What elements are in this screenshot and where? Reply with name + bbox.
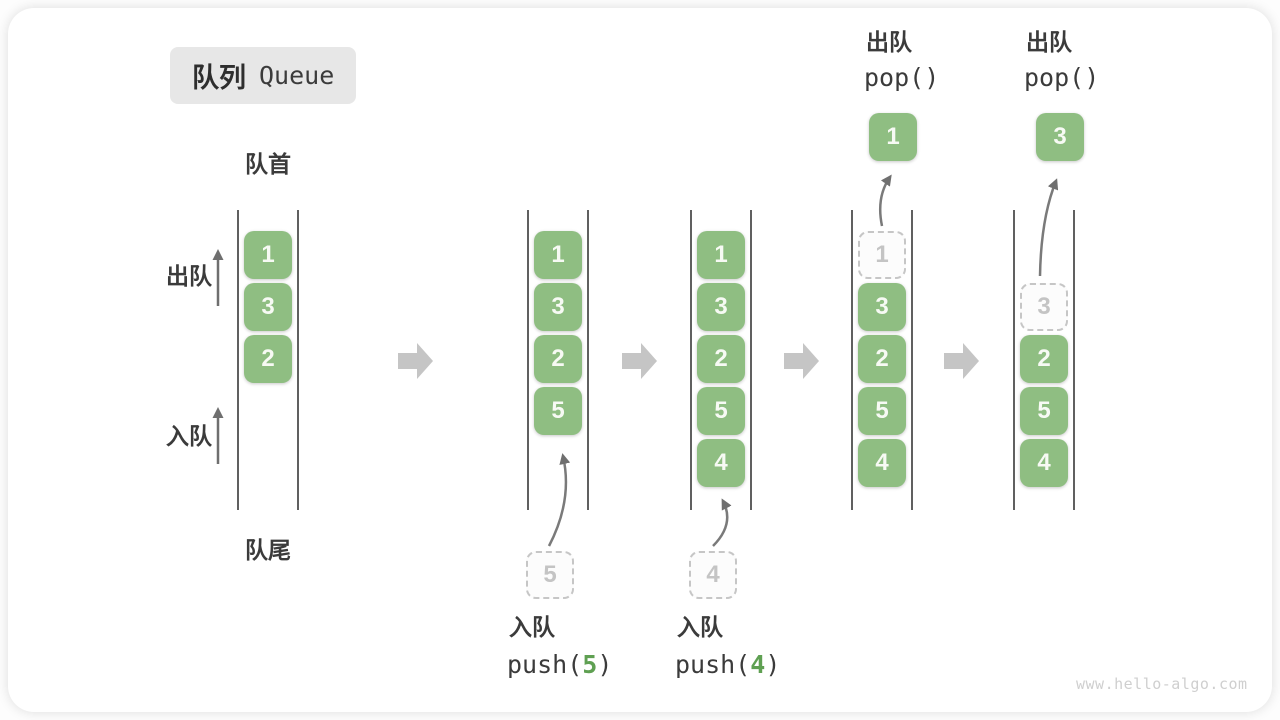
code-text: push( <box>675 650 751 679</box>
code-text: ) <box>765 650 781 679</box>
queue-element: 4 <box>858 439 906 487</box>
popped-element: 1 <box>869 113 917 161</box>
queue-container <box>237 210 299 510</box>
queue-container <box>690 210 752 510</box>
title-zh: 队列 <box>192 63 246 93</box>
queue-element: 1 <box>244 231 292 279</box>
code-text: ) <box>597 650 613 679</box>
dequeued-element-ghost: 1 <box>858 231 906 279</box>
queue-element: 1 <box>534 231 582 279</box>
enqueue-op-label: 入队 <box>509 614 555 640</box>
enqueue-pending-element: 4 <box>689 551 737 599</box>
enqueue-op-code: push(4) <box>675 650 780 680</box>
code-arg: 5 <box>582 650 598 679</box>
queue-element: 3 <box>858 283 906 331</box>
dequeue-op-label: 出队 <box>866 29 912 55</box>
queue-element: 5 <box>697 387 745 435</box>
title-en: Queue <box>259 61 335 90</box>
dequeue-side-label: 出队 <box>166 263 212 289</box>
enqueue-side-label: 入队 <box>166 423 212 449</box>
queue-container <box>1013 210 1075 510</box>
enqueue-pending-element: 5 <box>526 551 574 599</box>
diagram-card <box>8 8 1272 712</box>
dequeue-op-code: pop() <box>864 63 940 92</box>
queue-element: 2 <box>1020 335 1068 383</box>
queue-element: 4 <box>697 439 745 487</box>
dequeue-op-code: pop() <box>1024 63 1100 92</box>
enqueue-op-code: push(5) <box>507 650 612 680</box>
queue-front-label: 队首 <box>245 151 291 177</box>
dequeued-element-ghost: 3 <box>1020 283 1068 331</box>
code-arg: 4 <box>750 650 766 679</box>
queue-element: 5 <box>858 387 906 435</box>
queue-element: 2 <box>858 335 906 383</box>
code-text: push( <box>507 650 583 679</box>
queue-element: 3 <box>534 283 582 331</box>
queue-element: 1 <box>697 231 745 279</box>
queue-container <box>851 210 913 510</box>
queue-element: 2 <box>534 335 582 383</box>
queue-element: 2 <box>697 335 745 383</box>
enqueue-op-label: 入队 <box>677 614 723 640</box>
queue-element: 5 <box>534 387 582 435</box>
queue-element: 3 <box>697 283 745 331</box>
dequeue-op-label: 出队 <box>1026 29 1072 55</box>
queue-container <box>527 210 589 510</box>
queue-element: 4 <box>1020 439 1068 487</box>
popped-element: 3 <box>1036 113 1084 161</box>
queue-element: 2 <box>244 335 292 383</box>
queue-rear-label: 队尾 <box>245 537 291 563</box>
queue-element: 3 <box>244 283 292 331</box>
watermark: www.hello-algo.com <box>1076 675 1248 693</box>
title-badge: 队列 Queue <box>170 47 357 104</box>
queue-element: 5 <box>1020 387 1068 435</box>
